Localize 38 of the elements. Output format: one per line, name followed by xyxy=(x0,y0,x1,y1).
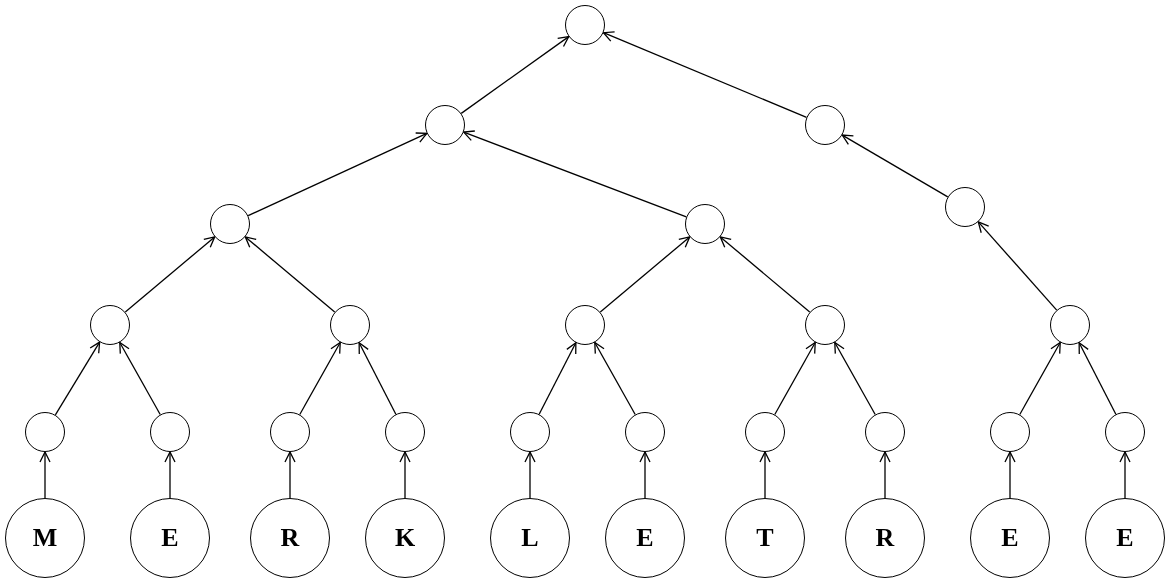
arrow xyxy=(463,130,687,218)
node-letter: L xyxy=(521,525,539,551)
arrow xyxy=(1019,341,1061,416)
arrow xyxy=(599,236,691,313)
node-letter: T xyxy=(756,525,774,551)
node-letter: E xyxy=(1116,525,1134,551)
arrow xyxy=(759,451,771,499)
arrow xyxy=(841,134,949,198)
arrow xyxy=(774,341,816,416)
arrow xyxy=(538,342,577,415)
arrow xyxy=(1119,451,1131,499)
arrow xyxy=(244,236,336,313)
arrow xyxy=(39,451,51,499)
arrow xyxy=(460,35,570,115)
node-letter: R xyxy=(875,525,895,551)
arrow xyxy=(119,341,161,416)
arrow xyxy=(164,451,176,499)
arrow xyxy=(358,342,397,415)
arrow xyxy=(719,236,811,313)
arrow xyxy=(124,236,216,313)
node-letter: E xyxy=(161,525,179,551)
arrow xyxy=(879,451,891,499)
arrow xyxy=(639,451,651,499)
arrow xyxy=(834,341,876,416)
arrow xyxy=(594,341,636,416)
arrow xyxy=(284,451,296,499)
arrow xyxy=(299,341,341,416)
arrow xyxy=(1078,342,1117,415)
arrow xyxy=(1004,451,1016,499)
node-letter: R xyxy=(280,525,300,551)
arrow xyxy=(399,451,411,499)
node-letter: K xyxy=(394,525,416,551)
arrow xyxy=(54,341,101,416)
node-letter: E xyxy=(636,525,654,551)
node-letter: E xyxy=(1001,525,1019,551)
arrow xyxy=(977,221,1058,311)
arrow xyxy=(524,451,536,499)
node-letter: M xyxy=(32,525,58,551)
